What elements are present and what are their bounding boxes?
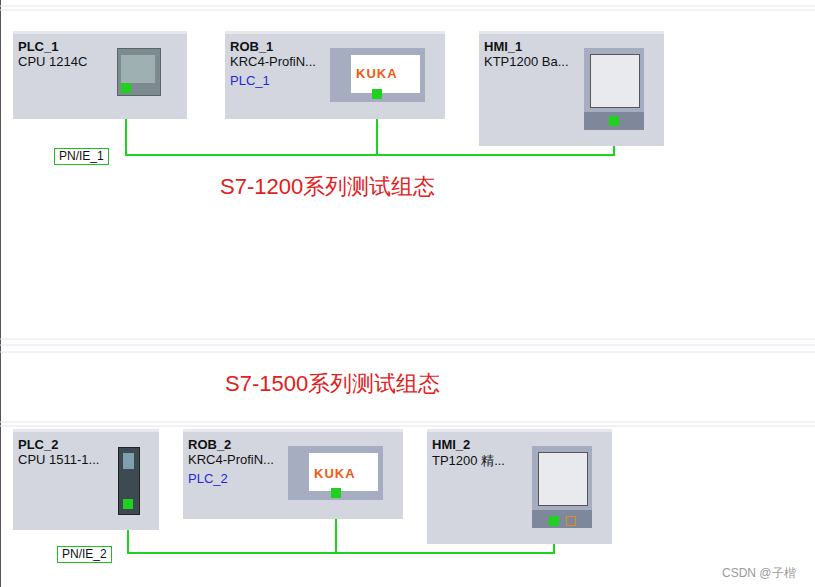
device-box: ROB_1KRC4-ProfiN... PLC_1: [225, 31, 445, 119]
network-port: [331, 488, 341, 498]
device-box: ROB_2KRC4-ProfiN... PLC_2: [183, 429, 403, 519]
controller-link: PLC_1: [230, 73, 270, 88]
device-type: KTP1200 Ba...: [484, 54, 569, 69]
hmi-icon-panel: [532, 446, 592, 528]
section-title: S7-1200系列测试组态: [220, 172, 435, 202]
device-type: KRC4-ProfiN...: [230, 54, 316, 69]
network-port: [372, 89, 382, 99]
network-port: [123, 499, 133, 509]
kuka-logo: KUKA: [356, 66, 398, 81]
device-name: PLC_2: [18, 437, 58, 452]
device-name: ROB_1: [230, 39, 273, 54]
device-type: TP1200 精...: [432, 452, 505, 470]
network-port: [609, 116, 619, 126]
device-name: HMI_2: [432, 437, 470, 452]
device-type: CPU 1511-1...: [18, 452, 99, 467]
device-name: ROB_2: [188, 437, 231, 452]
device-box: PLC_1CPU 1214C: [13, 31, 187, 119]
device-box: HMI_2TP1200 精...: [427, 429, 612, 544]
controller-link: PLC_2: [188, 471, 228, 486]
device-type: CPU 1214C: [18, 54, 87, 69]
kuka-logo: KUKA: [314, 466, 356, 481]
device-name: HMI_1: [484, 39, 522, 54]
network-port: [121, 83, 131, 93]
section-title: S7-1500系列测试组态: [225, 369, 440, 399]
device-name: PLC_1: [18, 39, 58, 54]
port-inactive: [566, 516, 576, 526]
network-name: PN/IE_2: [57, 546, 112, 563]
watermark: CSDN @子楷: [722, 565, 796, 582]
device-type: KRC4-ProfiN...: [188, 452, 274, 467]
device-box: HMI_1KTP1200 Ba...: [479, 31, 664, 146]
device-box: PLC_2CPU 1511-1...: [13, 429, 159, 530]
network-port: [549, 516, 559, 526]
network-name: PN/IE_1: [54, 148, 109, 165]
